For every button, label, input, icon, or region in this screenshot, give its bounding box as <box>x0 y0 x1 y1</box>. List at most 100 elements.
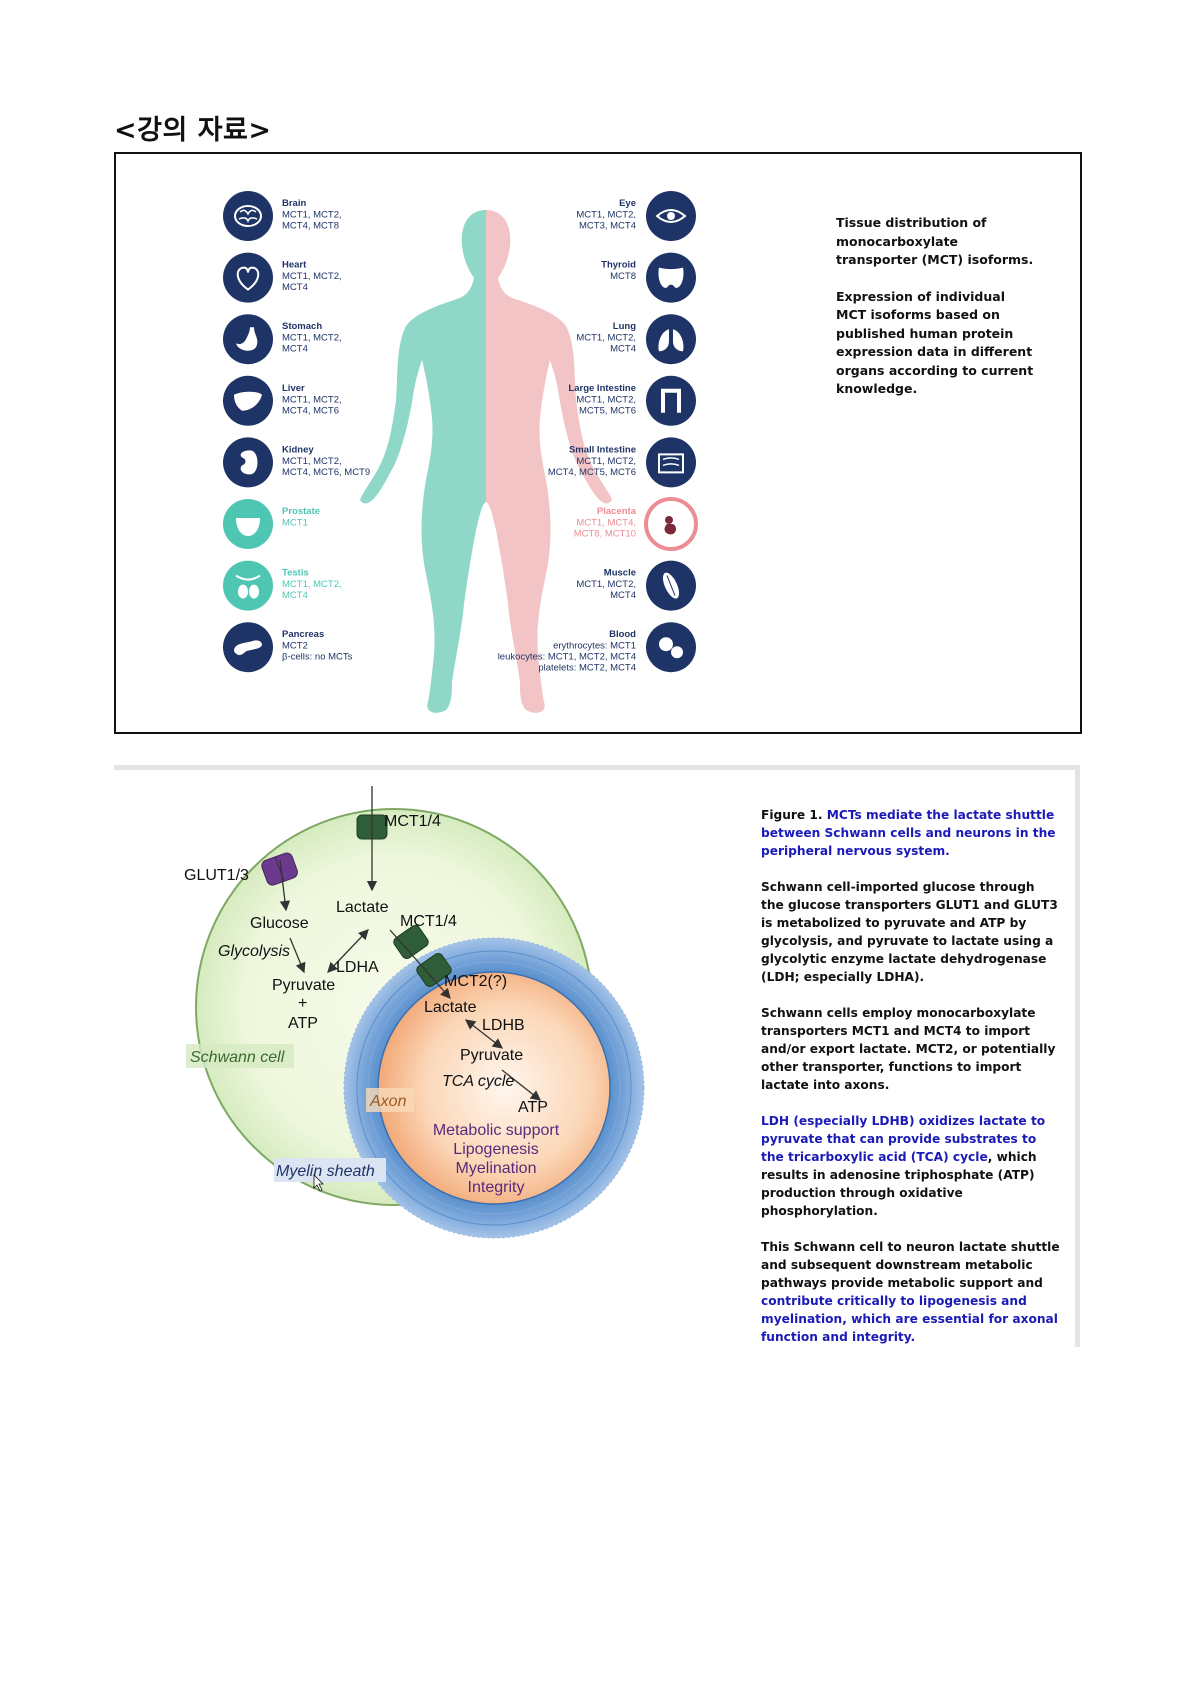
organ-mct-isoforms: β-cells: no MCTs <box>282 652 353 663</box>
support-function-item: Integrity <box>468 1179 525 1196</box>
organ-name: Kidney <box>282 444 314 455</box>
caption-paragraph-4-highlight: contribute critically to lipogenesis and… <box>761 1294 1058 1344</box>
organ-icon-circle <box>646 375 696 426</box>
mct2-transporter <box>416 953 452 987</box>
figure-title: Figure 1. MCTs mediate the lactate shutt… <box>761 806 1061 860</box>
caption-paragraph-4-text: This Schwann cell to neuron lactate shut… <box>761 1240 1060 1290</box>
atp-schwann-label: ATP <box>288 1015 318 1032</box>
support-function-item: Lipogenesis <box>453 1141 538 1158</box>
tca-cycle-label: TCA cycle <box>442 1073 514 1090</box>
pancreas-icon <box>234 640 262 655</box>
eye-icon <box>655 209 687 223</box>
ldha-label: LDHA <box>336 959 379 976</box>
caption-paragraph-4: This Schwann cell to neuron lactate shut… <box>761 1238 1061 1346</box>
organ-icon-circle <box>223 191 273 241</box>
lactate-shuttle-slide: MCT1/4 GLUT1/3 Glucose Glycolysis Lactat… <box>114 765 1080 1347</box>
organ-mct-isoforms: MCT4 <box>282 282 308 293</box>
organ-name: Pancreas <box>282 629 324 640</box>
organ-mct-isoforms: MCT1, MCT2, <box>282 456 342 467</box>
organ-icon-circle <box>223 560 273 611</box>
plus-label: + <box>298 995 307 1012</box>
lactate-axon-label: Lactate <box>424 999 477 1016</box>
figure-caption-tissue: Tissue distribution of monocarboxylate t… <box>836 214 1036 417</box>
organ-icon-circle <box>646 437 696 488</box>
organ-mct-isoforms: erythrocytes: MCT1 <box>553 641 636 652</box>
mct14-top-label: MCT1/4 <box>384 813 441 830</box>
organ-mct-isoforms: MCT4 <box>610 344 636 355</box>
caption-paragraph-1: Schwann cell-imported glucose through th… <box>761 880 1058 984</box>
organ-name: Testis <box>282 568 309 579</box>
caption-paragraph-3-rest: , which results in adenosine triphosphat… <box>761 1150 1037 1218</box>
glycolysis-label: Glycolysis <box>218 943 290 960</box>
caption-paragraph-2: Schwann cells employ monocarboxylate tra… <box>761 1006 1056 1092</box>
kidney-icon <box>240 450 258 475</box>
mct2-label: MCT2(?) <box>444 973 507 990</box>
myelin-sheath-label: Myelin sheath <box>276 1163 375 1180</box>
large-intestine-icon <box>661 388 681 413</box>
organ-mct-isoforms: MCT4 <box>282 344 308 355</box>
organ-mct-isoforms: MCT1, MCT2, <box>282 579 342 590</box>
organ-mct-isoforms: MCT1, MCT2, <box>282 271 342 282</box>
lactate-schwann-label: Lactate <box>336 899 389 916</box>
organ-name: Stomach <box>282 321 322 332</box>
atp-axon-label: ATP <box>518 1099 548 1116</box>
figure-number: Figure 1. <box>761 808 823 822</box>
organ-name: Eye <box>619 198 636 209</box>
organ-mct-isoforms: MCT8 <box>610 271 636 282</box>
organ-name: Heart <box>282 260 307 271</box>
organ-mct-isoforms: MCT1, MCT2, <box>576 333 636 344</box>
organ-mct-isoforms: MCT8, MCT10 <box>574 529 636 540</box>
organ-name: Thyroid <box>601 260 636 271</box>
organ-name: Small Intestine <box>569 444 636 455</box>
organ-mct-isoforms: MCT1, MCT2, <box>282 333 342 344</box>
organ-icon-circle <box>223 252 273 303</box>
organ-mct-isoforms: MCT1, MCT2, <box>576 210 636 221</box>
organ-mct-isoforms: MCT3, MCT4 <box>579 221 636 232</box>
organ-name: Large Intestine <box>568 383 636 394</box>
organ-name: Muscle <box>604 568 636 579</box>
caption-body: Expression of individual MCT isoforms ba… <box>836 288 1034 397</box>
organ-mct-isoforms: MCT4, MCT6, MCT9 <box>282 467 370 478</box>
organ-name: Brain <box>282 198 306 209</box>
human-body-silhouette <box>360 210 612 713</box>
organ-mct-isoforms: MCT1, MCT2, <box>282 210 342 221</box>
liver-icon <box>234 391 262 411</box>
mct14-mid-transporter <box>393 925 429 959</box>
lung-icon <box>658 329 684 352</box>
organ-mct-isoforms: MCT1 <box>282 518 308 529</box>
organ-mct-isoforms: MCT1, MCT2, <box>576 579 636 590</box>
figure-title-text: MCTs mediate the lactate shuttle between… <box>761 808 1056 858</box>
organ-mct-isoforms: MCT4 <box>610 590 636 601</box>
organ-mct-isoforms: MCT5, MCT6 <box>579 405 636 416</box>
support-function-item: Metabolic support <box>433 1122 560 1139</box>
testis-icon <box>235 574 261 599</box>
brain-icon <box>234 205 262 227</box>
ldhb-label: LDHB <box>482 1017 525 1034</box>
prostate-icon <box>236 518 260 536</box>
organ-name: Blood <box>609 629 636 640</box>
mct14-mid-label: MCT1/4 <box>400 913 457 930</box>
organ-name: Lung <box>613 321 636 332</box>
caption-paragraph-3: LDH (especially LDHB) oxidizes lactate t… <box>761 1112 1061 1220</box>
support-function-item: Myelination <box>456 1160 537 1177</box>
mouse-cursor-icon <box>313 1174 324 1192</box>
organ-name: Prostate <box>282 506 320 517</box>
organ-icon-circle <box>646 314 696 365</box>
lactate-shuttle-diagram: MCT1/4 GLUT1/3 Glucose Glycolysis Lactat… <box>184 786 645 1239</box>
